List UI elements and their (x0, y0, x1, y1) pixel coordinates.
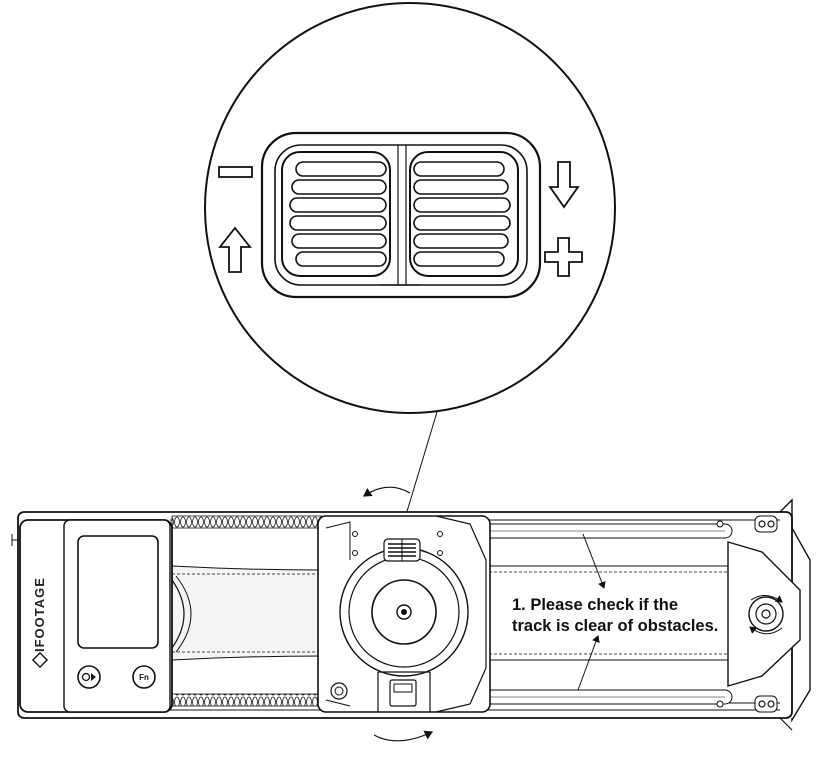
brand-logo-icon (31, 651, 49, 669)
power-play-icon (81, 672, 96, 682)
callout-arrow-down (582, 533, 606, 589)
plus-icon (544, 237, 583, 277)
rotation-arrow-icon (373, 730, 434, 742)
arrow-down-icon (548, 161, 580, 209)
minus-icon (218, 166, 253, 178)
speed-switch[interactable] (383, 538, 421, 562)
callout-arrow-up (577, 635, 600, 691)
fn-button[interactable]: Fn (132, 665, 156, 689)
controller-unit: Fn IFOOTAGE (11, 519, 173, 713)
power-play-button[interactable] (77, 665, 101, 689)
callout-line-2: track is clear of obstacles. (512, 617, 718, 635)
zoom-detail-circle (204, 2, 616, 539)
brand-name: IFOOTAGE (32, 577, 47, 652)
controller-screen (77, 535, 159, 649)
slider-body: Fn IFOOTAGE (11, 486, 811, 742)
brand-logo: IFOOTAGE (31, 577, 49, 669)
fn-button-label: Fn (139, 673, 149, 682)
zoom-ribbed-pad-left (281, 151, 391, 277)
rotation-arrow-icon (363, 486, 411, 497)
carriage (317, 515, 491, 713)
zoom-ribbed-pad-right (409, 151, 519, 277)
callout-line-1: 1. Please check if the (512, 596, 678, 614)
arrow-up-icon (218, 226, 252, 273)
